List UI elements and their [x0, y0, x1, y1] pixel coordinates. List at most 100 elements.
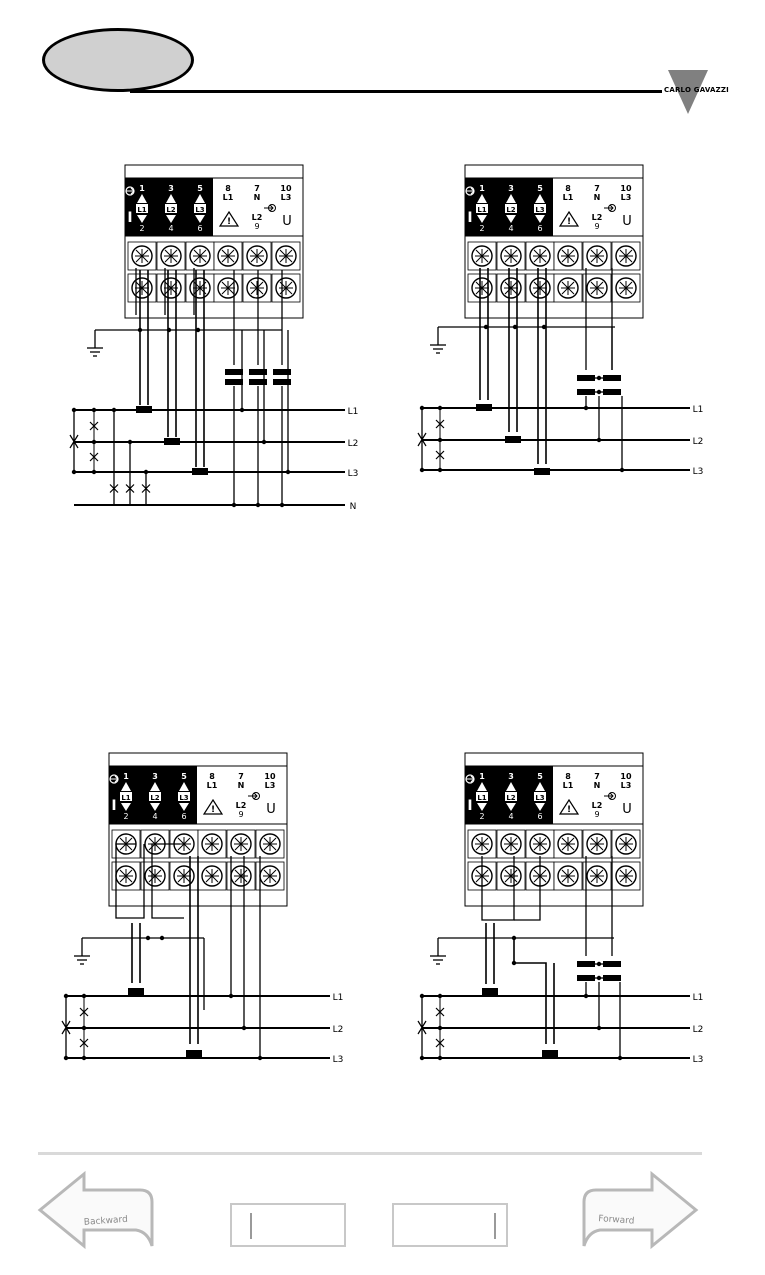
voltage-label: L3 — [281, 193, 292, 202]
line-label: L3 — [348, 469, 359, 479]
phase-label: L2 — [166, 206, 175, 214]
voltage-transformer — [225, 379, 243, 385]
svg-text:!: ! — [567, 805, 571, 815]
terminal-top-number: 3 — [508, 184, 514, 193]
phase-label: L2 — [150, 794, 159, 802]
terminal-number: 9 — [594, 810, 599, 819]
terminal-top-number: 1 — [479, 772, 485, 781]
phase-label: L1 — [477, 206, 486, 214]
nav-box-left-bar — [250, 1213, 252, 1239]
terminal-top-number: 3 — [508, 772, 514, 781]
nav-box-right-bar — [494, 1213, 496, 1239]
terminal-top-number: 10 — [620, 184, 632, 193]
phase-label: L3 — [535, 794, 544, 802]
terminal-top-number: 10 — [264, 772, 276, 781]
voltage-label: N — [594, 781, 601, 790]
phase-label: L1 — [477, 794, 486, 802]
terminal-bottom-number: 4 — [508, 812, 513, 821]
terminal-top-number: 8 — [209, 772, 215, 781]
nav-box-left[interactable] — [230, 1203, 346, 1247]
line-label: L1 — [693, 405, 704, 415]
line-label: L1 — [693, 993, 704, 1003]
terminal-top-number: 10 — [620, 772, 632, 781]
wiring-diagram-2: I1L123L245L368L17N10L3!L29UL1L2L3 — [400, 160, 710, 484]
current-symbol: I — [467, 798, 472, 814]
footer-rule — [38, 1152, 702, 1155]
voltage-symbol: U — [622, 214, 632, 229]
phase-label: L3 — [195, 206, 204, 214]
line-label: L1 — [348, 407, 359, 417]
fuse-icon — [436, 440, 444, 470]
line-label: L2 — [693, 1025, 704, 1035]
forward-button[interactable]: Forward — [580, 1168, 700, 1256]
terminal-top-number: 7 — [254, 184, 260, 193]
terminal-number: 9 — [238, 810, 243, 819]
voltage-transformer — [577, 389, 595, 395]
voltage-label: L3 — [621, 193, 632, 202]
line-label: L2 — [348, 439, 359, 449]
terminal-block: I1L123L245L368L17N10L3!L29U — [125, 165, 303, 318]
terminal-number: 9 — [594, 222, 599, 231]
fuse-icon — [90, 410, 98, 442]
current-symbol: I — [111, 798, 116, 814]
nav-box-right[interactable] — [392, 1203, 508, 1247]
current-transformer — [164, 438, 180, 445]
line-label: N — [350, 502, 357, 512]
voltage-label: N — [238, 781, 245, 790]
voltage-label: L1 — [207, 781, 218, 790]
line-label: L3 — [333, 1055, 344, 1065]
terminal-top-number: 3 — [152, 772, 158, 781]
terminal-block: I1L123L245L368L17N10L3!L29U — [465, 165, 643, 318]
line-label: L3 — [693, 467, 704, 477]
backward-button[interactable]: Backward — [36, 1168, 156, 1256]
terminal-top-number: 3 — [168, 184, 174, 193]
fuse-icon — [436, 996, 444, 1028]
ground-icon — [74, 938, 90, 964]
terminal-bottom-number: 4 — [168, 224, 173, 233]
ground-icon — [87, 330, 103, 356]
voltage-label: L2 — [252, 213, 263, 222]
current-symbol: I — [127, 210, 132, 226]
phase-label: L1 — [121, 794, 130, 802]
terminal-top-number: 7 — [594, 184, 600, 193]
terminal-bottom-number: 2 — [479, 224, 484, 233]
fuse-icon — [436, 408, 444, 440]
terminal-bottom-number: 2 — [139, 224, 144, 233]
terminal-top-number: 5 — [197, 184, 203, 193]
voltage-transformer — [577, 375, 595, 381]
current-transformer — [534, 468, 550, 475]
terminal-top-number: 1 — [123, 772, 129, 781]
current-transformer — [192, 468, 208, 475]
terminal-top-number: 1 — [479, 184, 485, 193]
section-badge-oval — [42, 28, 194, 92]
voltage-label: N — [594, 193, 601, 202]
terminal-bottom-number: 4 — [508, 224, 513, 233]
phase-label: L2 — [506, 206, 515, 214]
terminal-bottom-number: 6 — [537, 224, 542, 233]
terminal-top-number: 5 — [537, 184, 543, 193]
line-label: L3 — [693, 1055, 704, 1065]
terminal-bottom-number: 6 — [181, 812, 186, 821]
forward-arrow-icon — [584, 1174, 696, 1246]
voltage-symbol: U — [266, 802, 276, 817]
terminal-top-number: 7 — [594, 772, 600, 781]
ground-icon — [430, 938, 446, 964]
terminal-top-number: 1 — [139, 184, 145, 193]
terminal-top-number: 8 — [225, 184, 231, 193]
current-transformer — [542, 1050, 558, 1057]
current-transformer — [186, 1050, 202, 1057]
voltage-label: L1 — [223, 193, 234, 202]
fuse-icon — [80, 996, 88, 1028]
terminal-bottom-number: 6 — [197, 224, 202, 233]
terminal-bottom-number: 2 — [123, 812, 128, 821]
voltage-label: L3 — [265, 781, 276, 790]
voltage-transformer — [603, 961, 621, 967]
line-label: L1 — [333, 993, 344, 1003]
back-arrow-icon — [40, 1174, 152, 1246]
terminal-top-number: 5 — [181, 772, 187, 781]
fuse-icon — [80, 1028, 88, 1058]
fuse-icon — [436, 1028, 444, 1058]
terminal-number: 9 — [254, 222, 259, 231]
terminal-top-number: 10 — [280, 184, 292, 193]
